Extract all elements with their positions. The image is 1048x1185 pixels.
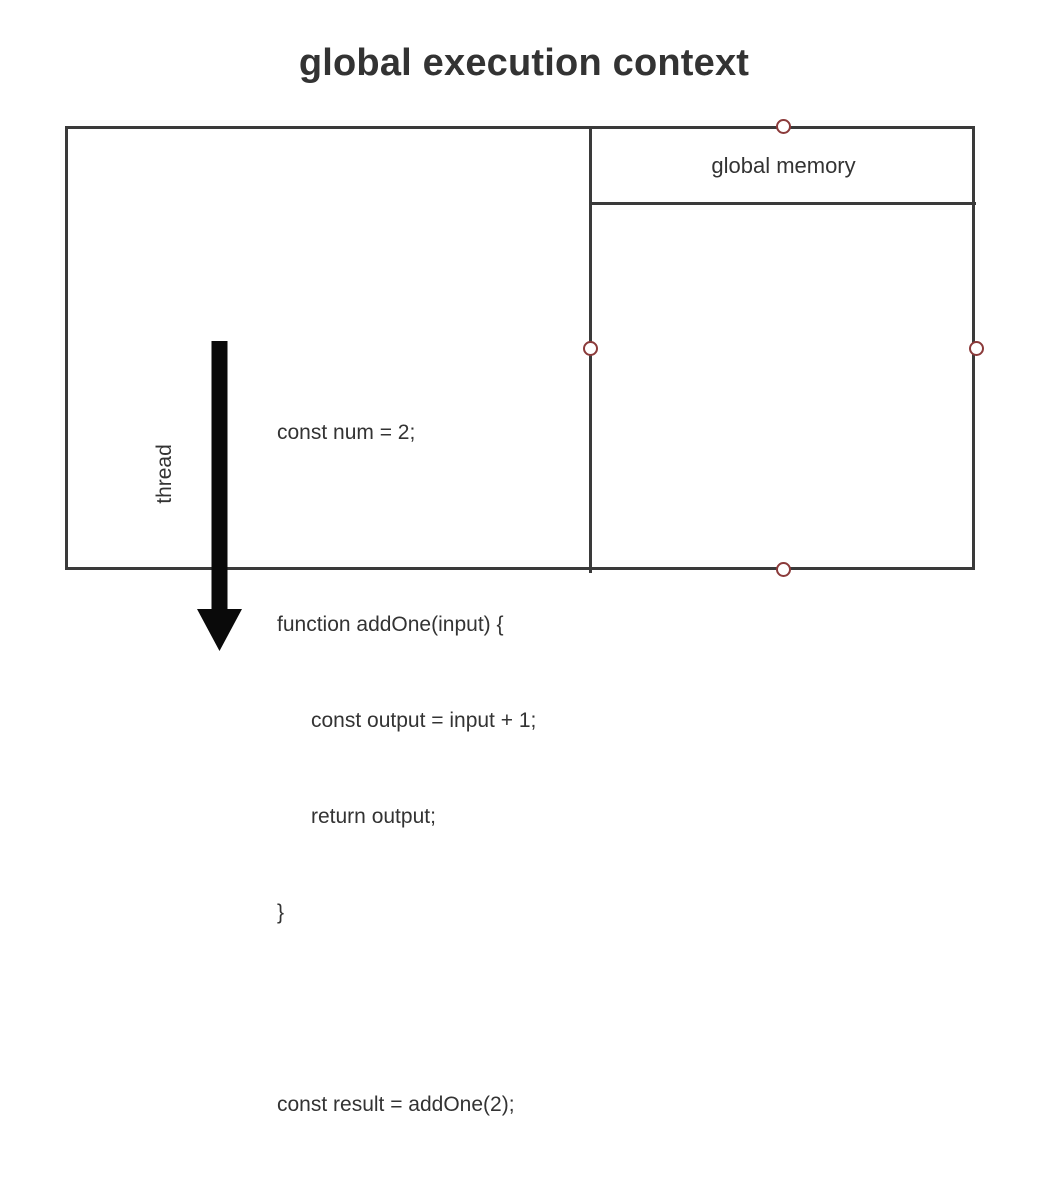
code-line: function addOne(input) {	[277, 613, 504, 636]
memory-header-divider	[589, 202, 976, 205]
code-line-blank	[277, 513, 536, 545]
diagram-canvas: global execution context thread const nu…	[65, 42, 984, 1116]
resize-handle-right-icon[interactable]	[969, 341, 984, 356]
code-line-blank	[277, 993, 536, 1025]
global-memory-body	[592, 205, 973, 567]
resize-handle-top-icon[interactable]	[776, 119, 791, 134]
page-title: global execution context	[298, 42, 750, 84]
resize-handle-bottom-icon[interactable]	[776, 562, 791, 577]
code-block: const num = 2; function addOne(input) { …	[277, 353, 536, 1185]
code-line: }	[277, 901, 285, 924]
global-memory-header: global memory	[711, 152, 856, 178]
code-line: const num = 2;	[277, 421, 416, 444]
down-arrow-icon	[196, 341, 243, 651]
resize-handle-left-icon[interactable]	[583, 341, 598, 356]
code-line: return output;	[311, 805, 436, 828]
thread-panel: thread const num = 2; function addOne(in…	[68, 129, 589, 1116]
thread-label: thread	[153, 444, 176, 504]
code-line: const result = addOne(2);	[277, 1093, 515, 1116]
code-line: const output = input + 1;	[311, 709, 537, 732]
